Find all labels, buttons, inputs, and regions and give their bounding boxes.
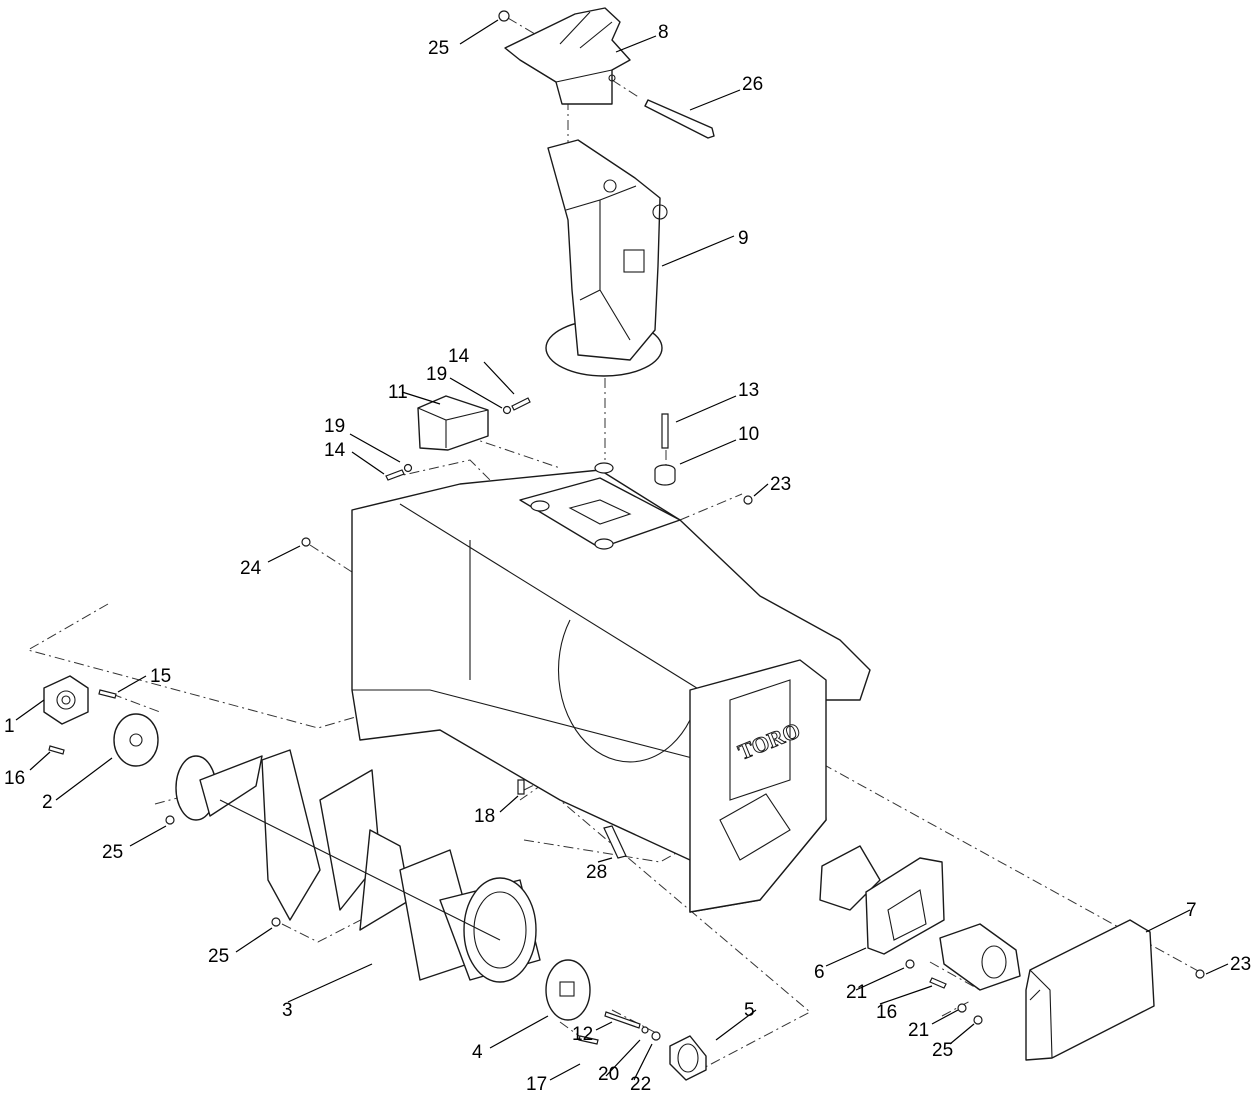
motor-cover bbox=[1025, 919, 1155, 1061]
callout-3: 3 bbox=[282, 1000, 293, 1021]
callout-labels: 25 8 26 9 14 19 11 13 10 19 14 23 24 15 … bbox=[4, 22, 1251, 1095]
callout-2: 2 bbox=[42, 792, 53, 813]
callout-25: 25 bbox=[208, 946, 229, 967]
callout-14: 14 bbox=[324, 440, 346, 461]
callout-28: 28 bbox=[586, 862, 607, 883]
callout-1: 1 bbox=[4, 716, 15, 737]
callout-25: 25 bbox=[932, 1040, 953, 1061]
mounting-plate bbox=[519, 462, 681, 550]
blower-housing: TORO bbox=[351, 469, 871, 913]
callout-9: 9 bbox=[738, 228, 749, 249]
pin bbox=[644, 99, 715, 139]
callout-23: 23 bbox=[770, 474, 791, 495]
callout-26: 26 bbox=[742, 74, 763, 95]
callout-21: 21 bbox=[908, 1020, 929, 1041]
bracket bbox=[417, 395, 489, 451]
bearing bbox=[43, 675, 89, 725]
callout-16: 16 bbox=[4, 768, 25, 789]
drive-flange bbox=[545, 959, 591, 1021]
callout-24: 24 bbox=[240, 558, 262, 579]
callout-17: 17 bbox=[526, 1074, 547, 1095]
hardware-fasteners bbox=[48, 10, 1205, 1045]
callout-12: 12 bbox=[572, 1024, 593, 1045]
callout-16: 16 bbox=[876, 1002, 897, 1023]
callout-leaders bbox=[15, 19, 1229, 1081]
callout-21: 21 bbox=[846, 982, 867, 1003]
callout-6: 6 bbox=[814, 962, 825, 983]
callout-10: 10 bbox=[738, 424, 759, 445]
callout-15: 15 bbox=[150, 666, 171, 687]
callout-13: 13 bbox=[738, 380, 759, 401]
hydraulic-motor bbox=[939, 923, 1021, 991]
callout-8: 8 bbox=[658, 22, 669, 43]
hub bbox=[113, 713, 159, 767]
callout-22: 22 bbox=[630, 1074, 651, 1095]
impeller-auger bbox=[175, 749, 541, 983]
callout-23: 23 bbox=[1230, 954, 1251, 975]
chute-deflector bbox=[504, 7, 631, 105]
callout-19: 19 bbox=[426, 364, 447, 385]
callout-18: 18 bbox=[474, 806, 495, 827]
callout-7: 7 bbox=[1186, 900, 1197, 921]
discharge-chute bbox=[545, 139, 668, 377]
callout-25: 25 bbox=[428, 38, 449, 59]
callout-5: 5 bbox=[744, 1000, 755, 1021]
callout-19: 19 bbox=[324, 416, 345, 437]
callout-14: 14 bbox=[448, 346, 470, 367]
callout-20: 20 bbox=[598, 1064, 619, 1085]
motor-mount bbox=[819, 845, 945, 955]
callout-11: 11 bbox=[388, 382, 408, 403]
coupler bbox=[669, 1035, 707, 1081]
callout-25: 25 bbox=[102, 842, 123, 863]
callout-4: 4 bbox=[472, 1042, 483, 1063]
